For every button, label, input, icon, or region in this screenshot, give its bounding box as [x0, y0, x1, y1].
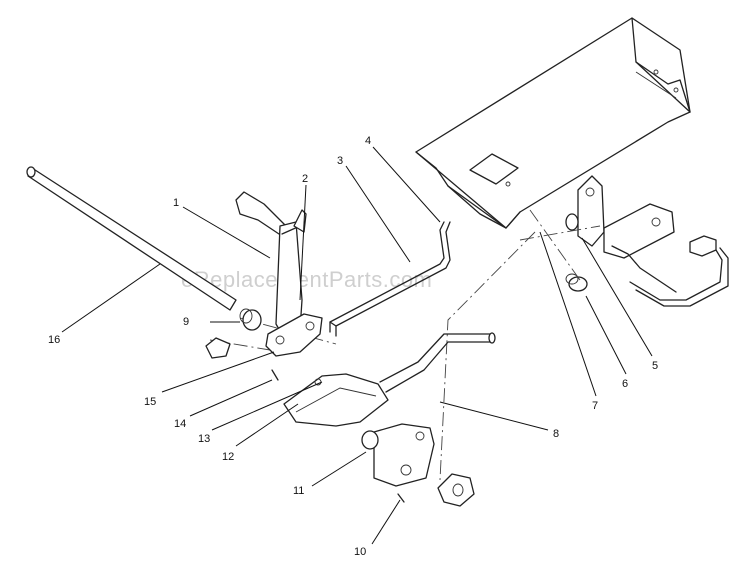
frame-housing: [415, 17, 691, 229]
callout-1: 1: [173, 197, 179, 209]
plate-part-12: [283, 373, 389, 427]
callout-3: 3: [337, 155, 343, 167]
callout-6: 6: [622, 378, 628, 390]
callout-14: 14: [174, 418, 186, 430]
callout-13: 13: [198, 433, 210, 445]
callout-15: 15: [144, 396, 156, 408]
callout-8: 8: [553, 428, 559, 440]
callout-labels: 1 2 3 4 5 6 7 8 9 10 11 12 13 14 15 16: [48, 135, 658, 558]
pin-part-14: [271, 369, 279, 381]
callout-16: 16: [48, 334, 60, 346]
lever-part-1: [235, 191, 303, 339]
callout-4: 4: [365, 135, 371, 147]
callout-7: 7: [592, 400, 598, 412]
callout-5: 5: [652, 360, 658, 372]
mounting-bracket: [577, 175, 729, 307]
clamp-lower: [437, 473, 475, 507]
cotter-pin-part-10: [397, 493, 405, 503]
pivot-bracket-part-11: [361, 423, 435, 487]
washer-part-5: [565, 213, 579, 231]
callout-9: 9: [183, 316, 189, 328]
callout-11: 11: [293, 485, 304, 497]
pedal-shaft-part-8: [379, 332, 496, 393]
callout-10: 10: [354, 546, 366, 558]
callout-2: 2: [302, 173, 308, 185]
rod-part-3: [329, 221, 451, 337]
watermark: eReplacementParts.com: [181, 267, 432, 292]
bushing-part-9: [239, 308, 262, 331]
leader-lines: [61, 146, 653, 545]
shaft-part-16: [26, 166, 237, 311]
clip-lower-left: [205, 337, 231, 359]
arm-part-2: [265, 209, 323, 357]
bushing-part-6: [565, 273, 588, 292]
callout-12: 12: [222, 451, 234, 463]
